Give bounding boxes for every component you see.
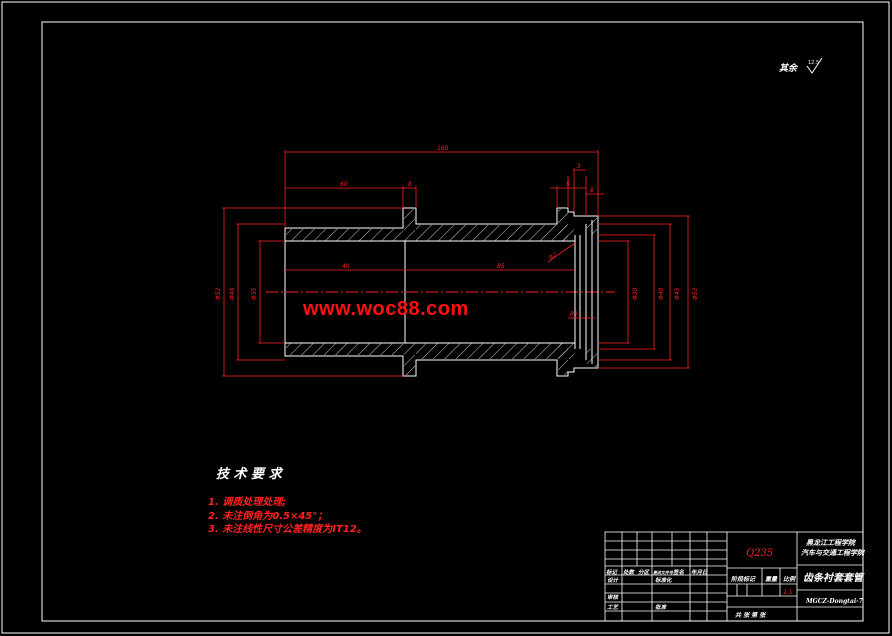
tech-req-item-1: 1. 调质处理处理; [208, 496, 286, 508]
row-label-change-doc: 更改文件号 [653, 570, 674, 575]
dim-right-step-c: 3 [577, 163, 581, 170]
roughness-value: 12.5 [808, 60, 819, 66]
scale-value: 2:1 [783, 589, 793, 596]
inner-frame [41, 21, 864, 622]
row-label-mark: 标记 [606, 569, 619, 576]
dim-right-step-b: 8 [590, 187, 594, 194]
part-name: 齿条衬套套管 [803, 572, 865, 584]
dim-flange-width: 8 [408, 181, 412, 188]
dim-right-step-a: 5 [566, 181, 570, 188]
tech-req-item-2: 2. 未注倒角为0.5×45°； [208, 510, 327, 522]
dim-dia-d2: Φ48 [229, 287, 236, 300]
dim-chamfer-right: R1 [570, 311, 578, 318]
row-label-sign: 签名 [673, 569, 685, 576]
dim-dia-d1: Φ52 [215, 287, 222, 300]
roughness-symbol-icon: 12.5 [806, 57, 823, 74]
dim-dia-d3: Φ35 [251, 287, 258, 300]
dimension-lines [222, 150, 690, 377]
tech-req-title: 技 术 要 求 [216, 466, 284, 482]
dim-dia-d6: Φ43 [674, 287, 681, 300]
roughness-label: 其余 [779, 63, 799, 74]
row-label-count: 处数 [622, 569, 636, 576]
section-hatching [286, 209, 597, 375]
title-block-texts: Q235 黑龙江工程学院 汽车与交通工程学院 齿条衬套套管 MGCZ-Dongt… [606, 538, 866, 619]
tech-req-item-3: 3. 未注线性尺寸公差精度为IT12。 [208, 523, 367, 535]
dim-left-length: 60 [340, 181, 348, 188]
approve-label: 批准 [655, 604, 668, 611]
dimension-texts: 160 60 8 5 8 3 40 85 R2 R1 Φ52 Φ48 Φ35 Φ… [215, 145, 699, 318]
scale-label: 比例 [783, 575, 796, 583]
dim-dia-d5: Φ40 [658, 287, 665, 300]
drawing-no: MGCZ-Dongtai-7 [805, 598, 864, 605]
row-label-date: 年月日 [691, 569, 708, 576]
dim-bore-left: 40 [342, 263, 350, 270]
school-line-2: 汽车与交通工程学院 [801, 548, 866, 557]
school-line-1: 黑龙江工程学院 [806, 538, 857, 547]
stage-mark-label: 阶段标记 [731, 575, 756, 583]
dim-dia-d4: Φ30 [632, 287, 639, 300]
process-label: 工艺 [607, 604, 620, 611]
check-label: 审核 [607, 594, 620, 601]
watermark: www.woc88.com [303, 298, 469, 320]
dim-chamfer-left: R2 [548, 251, 559, 261]
sheets-label: 共 张 第 张 [735, 611, 766, 619]
title-block [604, 531, 864, 622]
design-label: 设计 [607, 577, 620, 584]
dim-dia-d7: Φ52 [692, 287, 699, 300]
material: Q235 [746, 548, 773, 559]
weight-label: 重量 [765, 575, 778, 583]
dim-bore-right: 85 [497, 263, 505, 270]
row-label-zone: 分区 [638, 569, 651, 576]
standard-label: 标准化 [655, 577, 673, 584]
dim-overall-length: 160 [437, 145, 449, 152]
